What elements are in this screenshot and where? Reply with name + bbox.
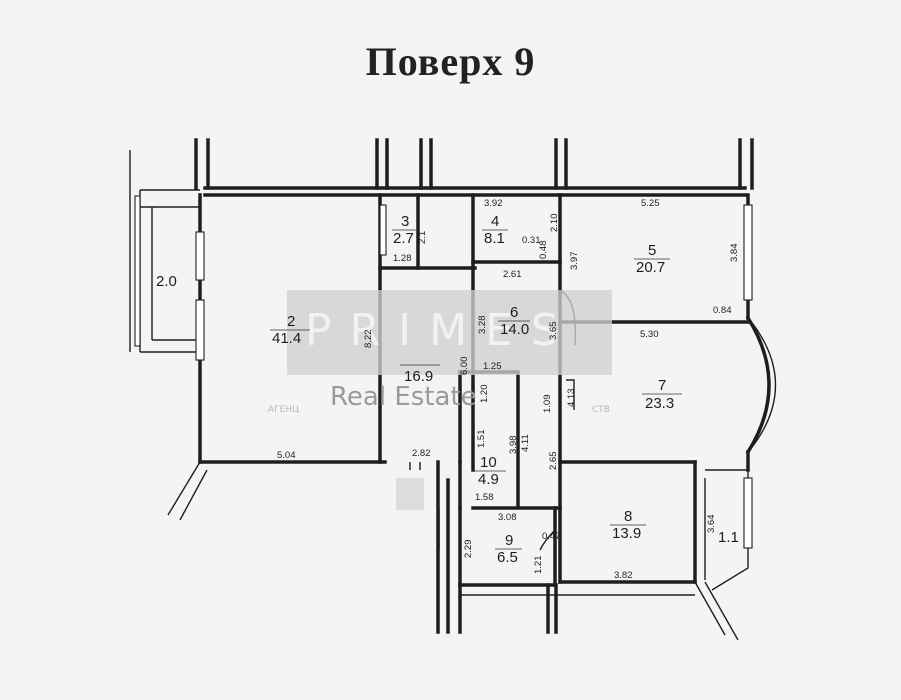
- dim-151: 1.51: [476, 430, 487, 449]
- dim-229: 2.29: [463, 540, 474, 559]
- dim-048: 0.48: [538, 241, 549, 260]
- dim-120: 1.20: [479, 385, 490, 404]
- dim-084: 0.84: [713, 305, 732, 316]
- watermark-logo: PRIMES: [305, 305, 577, 356]
- dim-031: 0.31: [522, 235, 541, 246]
- dim-128: 1.28: [393, 253, 412, 264]
- watermark-box: [287, 290, 612, 375]
- balcony-right-area: 1.1: [718, 529, 739, 546]
- dim-398: 3.98: [508, 436, 519, 455]
- dim-600: 6.00: [459, 357, 470, 376]
- watermark-text: Real Estate: [330, 382, 477, 412]
- balcony-left-area: 2.0: [156, 273, 177, 290]
- dim-261: 2.61: [503, 269, 522, 280]
- room-area-9: 6.5: [497, 549, 518, 566]
- dim-365: 3.65: [548, 322, 559, 341]
- dim-504: 5.04: [277, 450, 296, 461]
- room-area-2: 41.4: [272, 330, 301, 347]
- dim-525: 5.25: [641, 198, 660, 209]
- dim-109: 1.09: [542, 395, 553, 414]
- room-number-6: 6: [510, 304, 518, 321]
- watermark-right: СТВ: [592, 405, 610, 415]
- room-number-7: 7: [658, 377, 666, 394]
- dimension-labels: 3.92 5.25 2.10 3.84 0.31 0.48 3.97 1.28 …: [277, 198, 740, 581]
- dim-265: 2.65: [548, 452, 559, 471]
- dim-282: 2.82: [412, 448, 431, 459]
- room-number-10: 10: [480, 454, 497, 471]
- page-title: Поверх 9: [365, 39, 536, 84]
- dim-382: 3.82: [614, 570, 633, 581]
- dim-413: 4.13: [566, 389, 577, 408]
- watermark-fragment: [396, 478, 424, 510]
- dim-21: 2.1: [417, 231, 428, 244]
- room-area-3: 2.7: [393, 230, 414, 247]
- dim-121: 1.21: [533, 556, 544, 575]
- dim-364: 3.64: [706, 515, 717, 534]
- dim-530: 5.30: [640, 329, 659, 340]
- room-area-7: 23.3: [645, 395, 674, 412]
- dim-047: 0.47: [542, 531, 561, 542]
- room-area-5: 20.7: [636, 259, 665, 276]
- dim-411: 4.11: [520, 434, 531, 452]
- room-number-9: 9: [505, 532, 513, 549]
- room-number-4: 4: [491, 213, 499, 230]
- room-area-8: 13.9: [612, 525, 641, 542]
- dim-158: 1.58: [475, 492, 494, 503]
- room-area-4: 8.1: [484, 230, 505, 247]
- dim-397: 3.97: [569, 252, 580, 271]
- room-labels: 2 41.4 3 2.7 4 8.1 5 20.7 6 14.0 16.9 7 …: [156, 213, 739, 566]
- dim-392: 3.92: [484, 198, 503, 209]
- room-area-10: 4.9: [478, 471, 499, 488]
- dim-125: 1.25: [483, 361, 502, 372]
- room-number-5: 5: [648, 242, 656, 259]
- dim-210: 2.10: [549, 214, 560, 233]
- dim-328: 3.28: [477, 316, 488, 335]
- watermark: PRIMES Real Estate АГЕНЦ СТВ: [268, 290, 612, 510]
- room-number-2: 2: [287, 313, 295, 330]
- room-area-6: 14.0: [500, 321, 529, 338]
- room-number-8: 8: [624, 508, 632, 525]
- dim-822: 8.22: [363, 330, 374, 349]
- dim-384: 3.84: [729, 244, 740, 263]
- windows: [134, 195, 753, 549]
- dim-308: 3.08: [498, 512, 517, 523]
- watermark-left: АГЕНЦ: [268, 405, 299, 415]
- hall-area: 16.9: [404, 368, 433, 385]
- room-number-3: 3: [401, 213, 409, 230]
